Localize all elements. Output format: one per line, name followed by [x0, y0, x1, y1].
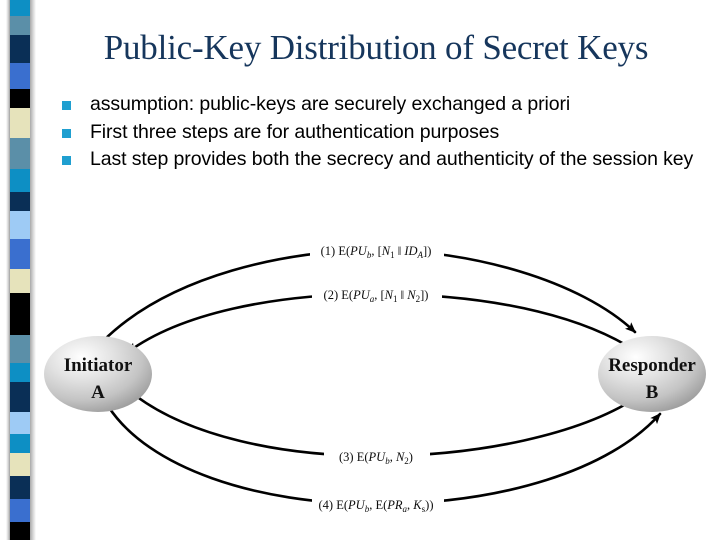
sidebar-color-band-11	[10, 268, 30, 294]
square-bullet-icon	[62, 156, 71, 165]
node-responder-label: Responder	[608, 355, 696, 376]
sidebar-color-band-17	[10, 434, 30, 454]
message-label-4: (4) E(PUb, E(PRa, Ks))	[319, 498, 434, 514]
decorative-sidebar	[0, 0, 40, 540]
sidebar-left-shadow	[6, 0, 10, 540]
sidebar-color-band-19	[10, 476, 30, 499]
protocol-diagram: (1) E(PUb, [N1 ‖ IDA]) (2) E(PUa, [N1 ‖ …	[40, 228, 712, 528]
bullet-list: assumption: public-keys are securely exc…	[62, 92, 702, 175]
sidebar-color-band-5	[10, 108, 30, 138]
sidebar-color-band-10	[10, 238, 30, 269]
node-initiator-label: Initiator	[64, 355, 133, 376]
label-backdrop-4	[312, 493, 444, 516]
sidebar-color-bands	[10, 0, 30, 540]
sidebar-color-band-8	[10, 191, 30, 212]
sidebar-color-band-2	[10, 34, 30, 63]
list-item-label: First three steps are for authentication…	[90, 120, 500, 143]
node-responder: Responder B	[598, 336, 706, 412]
sidebar-color-band-12	[10, 293, 30, 335]
sidebar-color-band-16	[10, 411, 30, 435]
sidebar-color-band-3	[10, 62, 30, 89]
sidebar-color-band-13	[10, 334, 30, 363]
sidebar-color-band-0	[10, 0, 30, 16]
sidebar-right-shadow	[30, 0, 36, 540]
label-backdrop-1	[310, 238, 444, 262]
message-label-3: (3) E(PUb, N2)	[339, 450, 413, 466]
list-item-label: assumption: public-keys are securely exc…	[90, 93, 571, 115]
sidebar-color-band-7	[10, 169, 30, 192]
list-item: First three steps are for authentication…	[62, 120, 702, 146]
page-title: Public-Key Distribution of Secret Keys	[103, 28, 649, 67]
node-responder-sublabel: B	[646, 382, 659, 403]
sidebar-color-band-18	[10, 453, 30, 477]
message-label-2: (2) E(PUa, [N1 ‖ N2])	[324, 288, 429, 304]
node-initiator: Initiator A	[44, 336, 152, 412]
square-bullet-icon	[62, 101, 71, 110]
label-backdrop-3	[324, 445, 430, 468]
sidebar-color-band-4	[10, 88, 30, 109]
sidebar-color-band-15	[10, 381, 30, 412]
sidebar-color-band-9	[10, 211, 30, 239]
list-item: assumption: public-keys are securely exc…	[62, 92, 702, 118]
sidebar-color-band-20	[10, 498, 30, 522]
message-label-1: (1) E(PUb, [N1 ‖ IDA])	[321, 244, 432, 260]
sidebar-color-band-6	[10, 137, 30, 170]
sidebar-color-band-21	[10, 521, 30, 540]
list-item-label: Last step provides both the secrecy and …	[90, 148, 694, 170]
sidebar-color-band-14	[10, 362, 30, 382]
sidebar-color-band-1	[10, 15, 30, 35]
square-bullet-icon	[62, 128, 71, 138]
list-item: Last step provides both the secrecy and …	[62, 147, 702, 173]
node-initiator-sublabel: A	[91, 382, 105, 403]
label-backdrop-2	[312, 283, 442, 306]
